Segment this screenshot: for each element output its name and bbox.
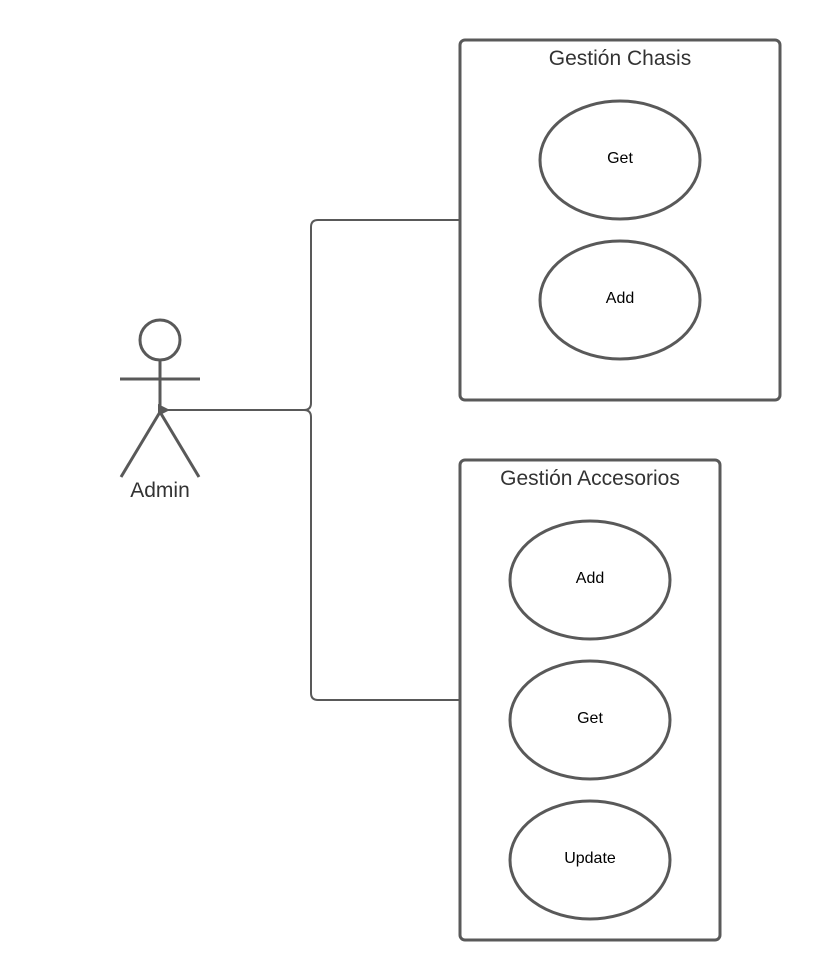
- system-boundary: [458, 38, 782, 402]
- system-gestion-accesorios[interactable]: Gestión Accesorios Add Get Update: [458, 458, 722, 942]
- actor-label: Admin: [130, 479, 190, 502]
- system-gestion-chasis[interactable]: Gestión Chasis Get Add: [458, 38, 782, 402]
- use-case-update[interactable]: Update: [508, 799, 672, 921]
- use-case-get[interactable]: Get: [538, 99, 702, 221]
- use-case-add[interactable]: Add: [508, 519, 672, 641]
- use-case-label: Add: [606, 290, 634, 307]
- use-case-ellipse: [508, 799, 672, 921]
- actor-head: [138, 318, 182, 362]
- use-case-ellipse: [538, 239, 702, 361]
- use-case-ellipse: [508, 659, 672, 781]
- actor-left-leg: [119, 411, 162, 478]
- connector-accesorios: [170, 409, 460, 701]
- use-case-add[interactable]: Add: [538, 239, 702, 361]
- use-case-label: Get: [607, 150, 633, 167]
- use-case-label: Update: [564, 850, 616, 867]
- use-case-label: Get: [577, 710, 603, 727]
- system-title: Gestión Chasis: [549, 47, 691, 70]
- system-title: Gestión Accesorios: [500, 467, 680, 490]
- actor-admin[interactable]: Admin: [119, 318, 201, 502]
- use-case-ellipse: [538, 99, 702, 221]
- connector-chasis: [158, 219, 460, 416]
- use-case-get[interactable]: Get: [508, 659, 672, 781]
- use-case-label: Add: [576, 570, 604, 587]
- system-boundary: [458, 458, 722, 942]
- actor-right-leg: [158, 411, 201, 478]
- use-case-ellipse: [508, 519, 672, 641]
